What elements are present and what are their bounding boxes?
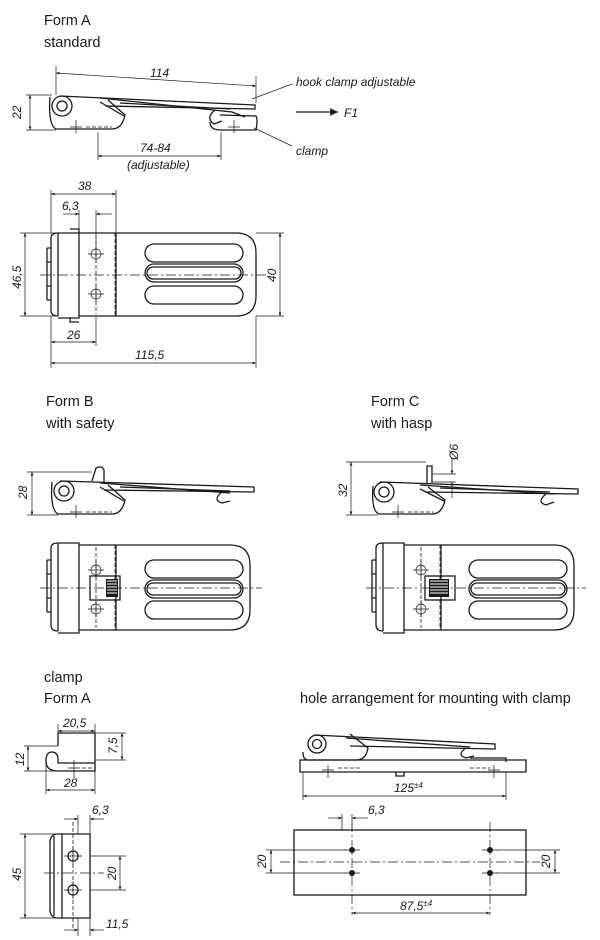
dim-mount-right: 20 [539, 854, 553, 869]
dim-a-top-height: 46,5 [10, 265, 24, 289]
form-b-title: Form B [46, 394, 94, 410]
dim-mount-left: 20 [255, 854, 269, 869]
form-c-side-view: 32 Ø6 [336, 444, 579, 518]
form-b-top-view [40, 542, 262, 634]
dim-clamp-lower: 11,5 [106, 917, 129, 931]
dim-clamp-right: 7,5 [106, 737, 120, 754]
dim-mount-length-tol: ±4 [414, 781, 423, 790]
form-b-subtitle: with safety [46, 416, 115, 432]
form-a-subtitle: standard [44, 35, 101, 51]
dim-a-height: 22 [10, 105, 24, 120]
form-c-subtitle: with hasp [371, 416, 433, 432]
dim-c-hasp: Ø6 [447, 444, 461, 461]
dim-a-top-right: 40 [265, 268, 279, 282]
note-clamp: clamp [296, 144, 328, 158]
dim-clamp-inner: 20 [105, 866, 119, 881]
dim-a-top-offset: 6,3 [62, 199, 79, 213]
form-a-top-view: 38 6,3 46,5 40 26 115,5 [10, 179, 284, 368]
form-b-side-view: 28 [16, 466, 255, 518]
mount-hole-layout: 6,3 20 20 87,5±4 [255, 803, 560, 915]
dim-clamp-height: 12 [13, 752, 27, 766]
dim-c-height: 32 [336, 483, 350, 497]
dim-mount-offset: 6,3 [368, 803, 385, 817]
form-a-side-view: 114 22 74-84 (adjustable) hook clamp adj… [10, 66, 416, 172]
dim-a-length: 114 [150, 66, 169, 80]
dim-clamp-offset: 6,3 [92, 803, 109, 817]
dim-a-top-width: 38 [78, 179, 92, 193]
clamp-title: clamp [44, 670, 83, 686]
dim-mount-spacing: 87,5 [400, 899, 424, 913]
form-c-top-view [366, 542, 586, 634]
dim-a-top-total: 115,5 [135, 348, 164, 362]
clamp-top-view: 6,3 45 20 11,5 [10, 803, 129, 936]
form-a-title: Form A [44, 13, 91, 29]
svg-text:87,5±4: 87,5±4 [400, 899, 433, 913]
holes-title: hole arrangement for mounting with clamp [300, 691, 571, 707]
clamp-side-view: 20,5 7,5 12 28 [13, 716, 126, 794]
mount-side-view: 125±4 [299, 733, 527, 800]
dim-b-height: 28 [16, 485, 30, 500]
dim-mount-length: 125 [394, 781, 414, 795]
dim-a-adjust: 74-84 [140, 141, 171, 155]
dim-clamp-bottom: 28 [63, 776, 78, 790]
clamp-subtitle: Form A [44, 691, 91, 707]
form-c-title: Form C [371, 394, 420, 410]
note-hook-clamp: hook clamp adjustable [296, 75, 416, 89]
dim-clamp-side: 45 [10, 867, 24, 881]
svg-text:125±4: 125±4 [394, 781, 423, 795]
dim-a-top-26: 26 [66, 328, 81, 342]
dim-mount-spacing-tol: ±4 [423, 899, 432, 908]
dim-clamp-width: 20,5 [62, 716, 87, 730]
note-force: F1 [344, 106, 358, 120]
dim-a-adjust-note: (adjustable) [127, 158, 190, 172]
